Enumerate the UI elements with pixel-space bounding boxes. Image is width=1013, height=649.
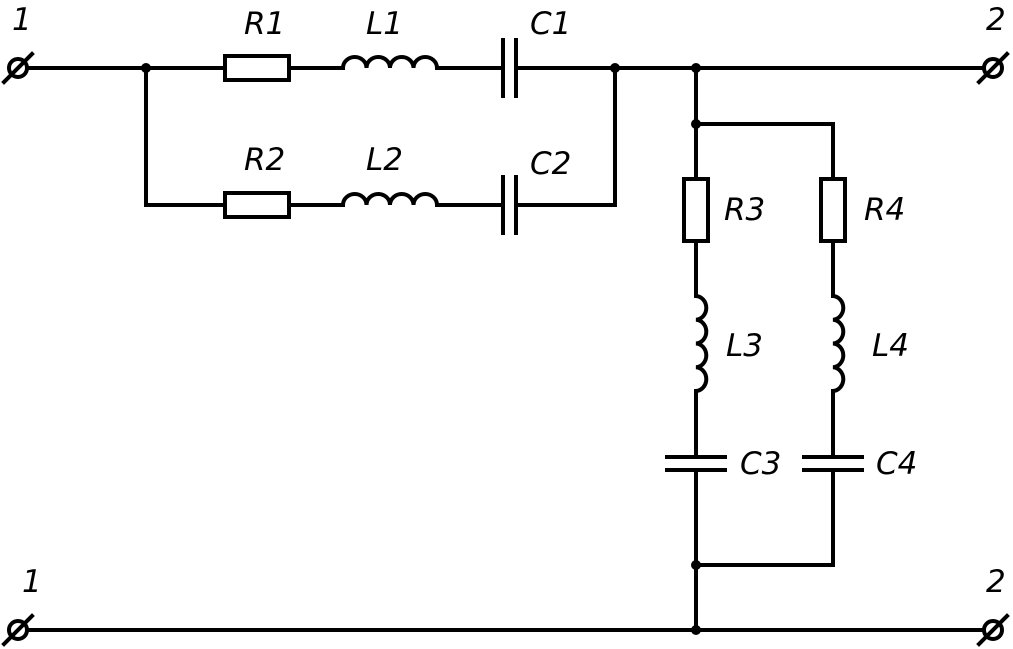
terminal-label: 2 bbox=[986, 2, 1006, 38]
resistor-r4: R4 bbox=[819, 177, 905, 243]
terminal-label: 2 bbox=[986, 564, 1006, 600]
terminal-bottom-left: 1 bbox=[1, 564, 42, 647]
component-label: C2 bbox=[530, 146, 571, 182]
resistor-r3: R3 bbox=[682, 177, 765, 243]
inductor-l1: L1 bbox=[341, 6, 439, 69]
component-label: R2 bbox=[244, 142, 285, 178]
capacitor-c1: C1 bbox=[501, 6, 571, 98]
component-label: C1 bbox=[530, 6, 571, 42]
junction-dot bbox=[691, 63, 701, 73]
terminal-label: 1 bbox=[22, 564, 42, 600]
inductor-l3: L3 bbox=[695, 294, 763, 393]
resistor-r2: R2 bbox=[223, 142, 291, 219]
component-label: C3 bbox=[740, 446, 781, 482]
junction-dot bbox=[141, 63, 151, 73]
junction-dot bbox=[691, 119, 701, 129]
wires bbox=[16, 66, 992, 632]
terminal-bottom-right: 2 bbox=[976, 564, 1010, 647]
junction-dot bbox=[691, 625, 701, 635]
junctions bbox=[141, 63, 701, 635]
component-label: R4 bbox=[864, 192, 905, 228]
junction-dot bbox=[691, 560, 701, 570]
junction-dot bbox=[610, 63, 620, 73]
component-label: L1 bbox=[366, 6, 403, 42]
component-label: C4 bbox=[876, 446, 917, 482]
component-label: L3 bbox=[726, 328, 763, 364]
capacitor-c2: C2 bbox=[501, 146, 571, 235]
inductor-l4: L4 bbox=[832, 294, 909, 393]
component-label: L4 bbox=[872, 328, 909, 364]
capacitor-c3: C3 bbox=[665, 446, 781, 482]
component-label: L2 bbox=[366, 142, 403, 178]
component-label: R1 bbox=[244, 6, 285, 42]
inductor-l2: L2 bbox=[341, 142, 439, 206]
terminal-top-right: 2 bbox=[976, 2, 1010, 85]
component-label: R3 bbox=[724, 192, 765, 228]
resistor-r1: R1 bbox=[223, 6, 291, 82]
terminal-label: 1 bbox=[12, 2, 32, 38]
terminal-top-left: 1 bbox=[1, 2, 35, 85]
capacitor-c4: C4 bbox=[802, 446, 917, 482]
